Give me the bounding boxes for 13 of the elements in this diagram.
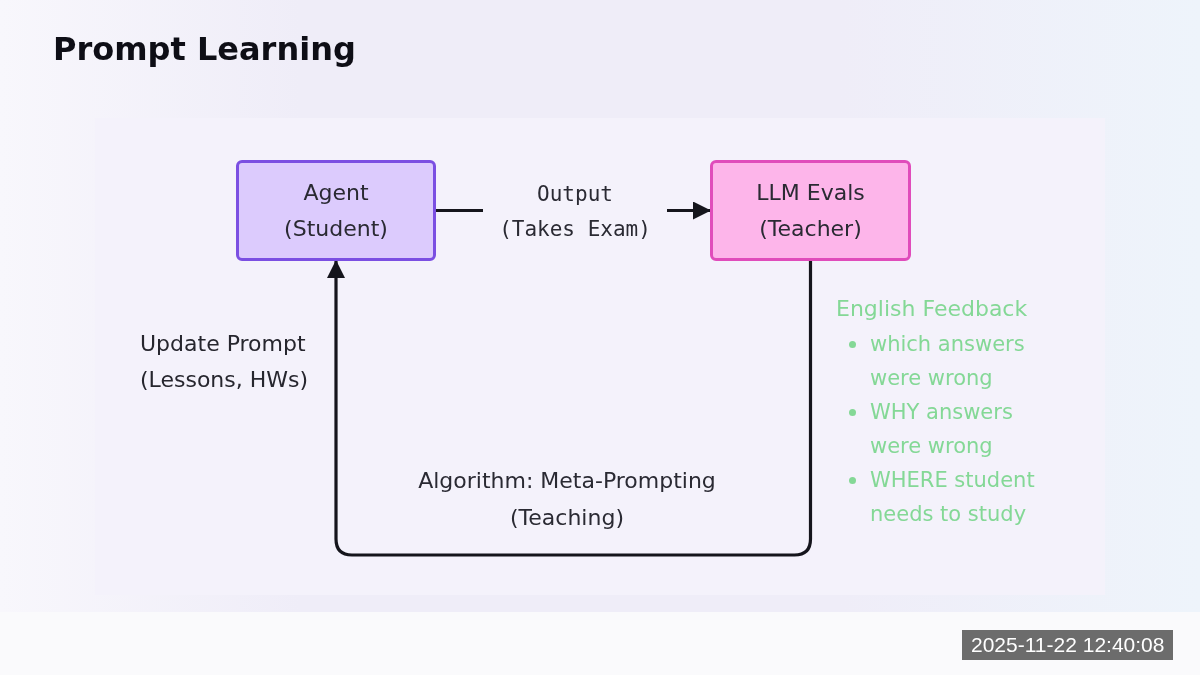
- slide-title: Prompt Learning: [53, 31, 356, 67]
- arrow: [327, 260, 813, 557]
- box-label: Agent (Student): [283, 178, 389, 243]
- feedback-heading: English Feedback: [836, 295, 1028, 323]
- feedback-item: which answers were wrong: [870, 331, 1026, 392]
- edge-label: Algorithm: Meta-Prompting (Teaching): [417, 467, 717, 532]
- annotation-text: Update Prompt (Lessons, HWs): [140, 330, 310, 394]
- feedback-item: WHERE student needs to study: [870, 467, 1036, 528]
- process-box: [710, 160, 911, 261]
- timestamp: 2025-11-22 12:40:08: [962, 630, 1174, 660]
- feedback-item: WHY answers were wrong: [870, 399, 1014, 460]
- box-label: LLM Evals (Teacher): [755, 178, 866, 243]
- process-box: [236, 160, 436, 261]
